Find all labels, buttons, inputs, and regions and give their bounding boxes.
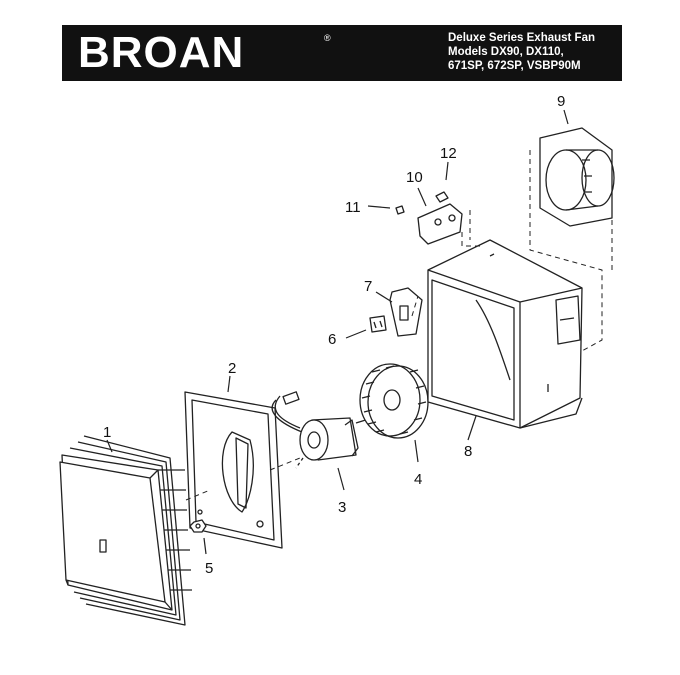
housing-icon — [427, 239, 583, 429]
header-banner: BROAN ® Deluxe Series Exhaust Fan Models… — [62, 25, 622, 81]
callout-3: 3 — [338, 499, 346, 516]
damper-bracket-icon — [417, 203, 463, 245]
screw-icon — [395, 191, 449, 215]
callout-11: 11 — [345, 199, 361, 216]
callout-numbers: 1 2 3 4 5 6 7 8 9 10 11 12 — [103, 93, 565, 577]
callout-1: 1 — [103, 424, 111, 441]
callout-6: 6 — [328, 331, 336, 348]
duct-connector-icon — [539, 127, 615, 227]
nut-icon — [189, 519, 207, 533]
blower-wheel-icon — [359, 363, 429, 439]
brand-logo: BROAN — [78, 28, 245, 77]
callout-12: 12 — [440, 145, 457, 162]
receptacle-icon — [369, 315, 387, 333]
registered-mark: ® — [324, 33, 331, 43]
callout-7: 7 — [364, 278, 372, 295]
header-title-line-3: 671SP, 672SP, VSBP90M — [448, 60, 581, 72]
callout-10: 10 — [406, 169, 423, 186]
grille-icon — [59, 435, 192, 626]
callout-2: 2 — [228, 360, 236, 377]
leader-lines — [106, 109, 569, 555]
motor-plate-icon — [184, 391, 283, 549]
motor-wires-icon — [271, 391, 303, 433]
callout-8: 8 — [464, 443, 472, 460]
header-title-line-1: Deluxe Series Exhaust Fan — [448, 32, 596, 44]
callout-9: 9 — [557, 93, 565, 110]
receptacle-bracket-icon — [389, 287, 423, 337]
callout-5: 5 — [205, 560, 213, 577]
motor-icon — [295, 417, 373, 469]
callout-4: 4 — [414, 471, 422, 488]
header-title-line-2: Models DX90, DX110, — [448, 46, 564, 58]
alignment-dashed-lines — [185, 150, 613, 501]
